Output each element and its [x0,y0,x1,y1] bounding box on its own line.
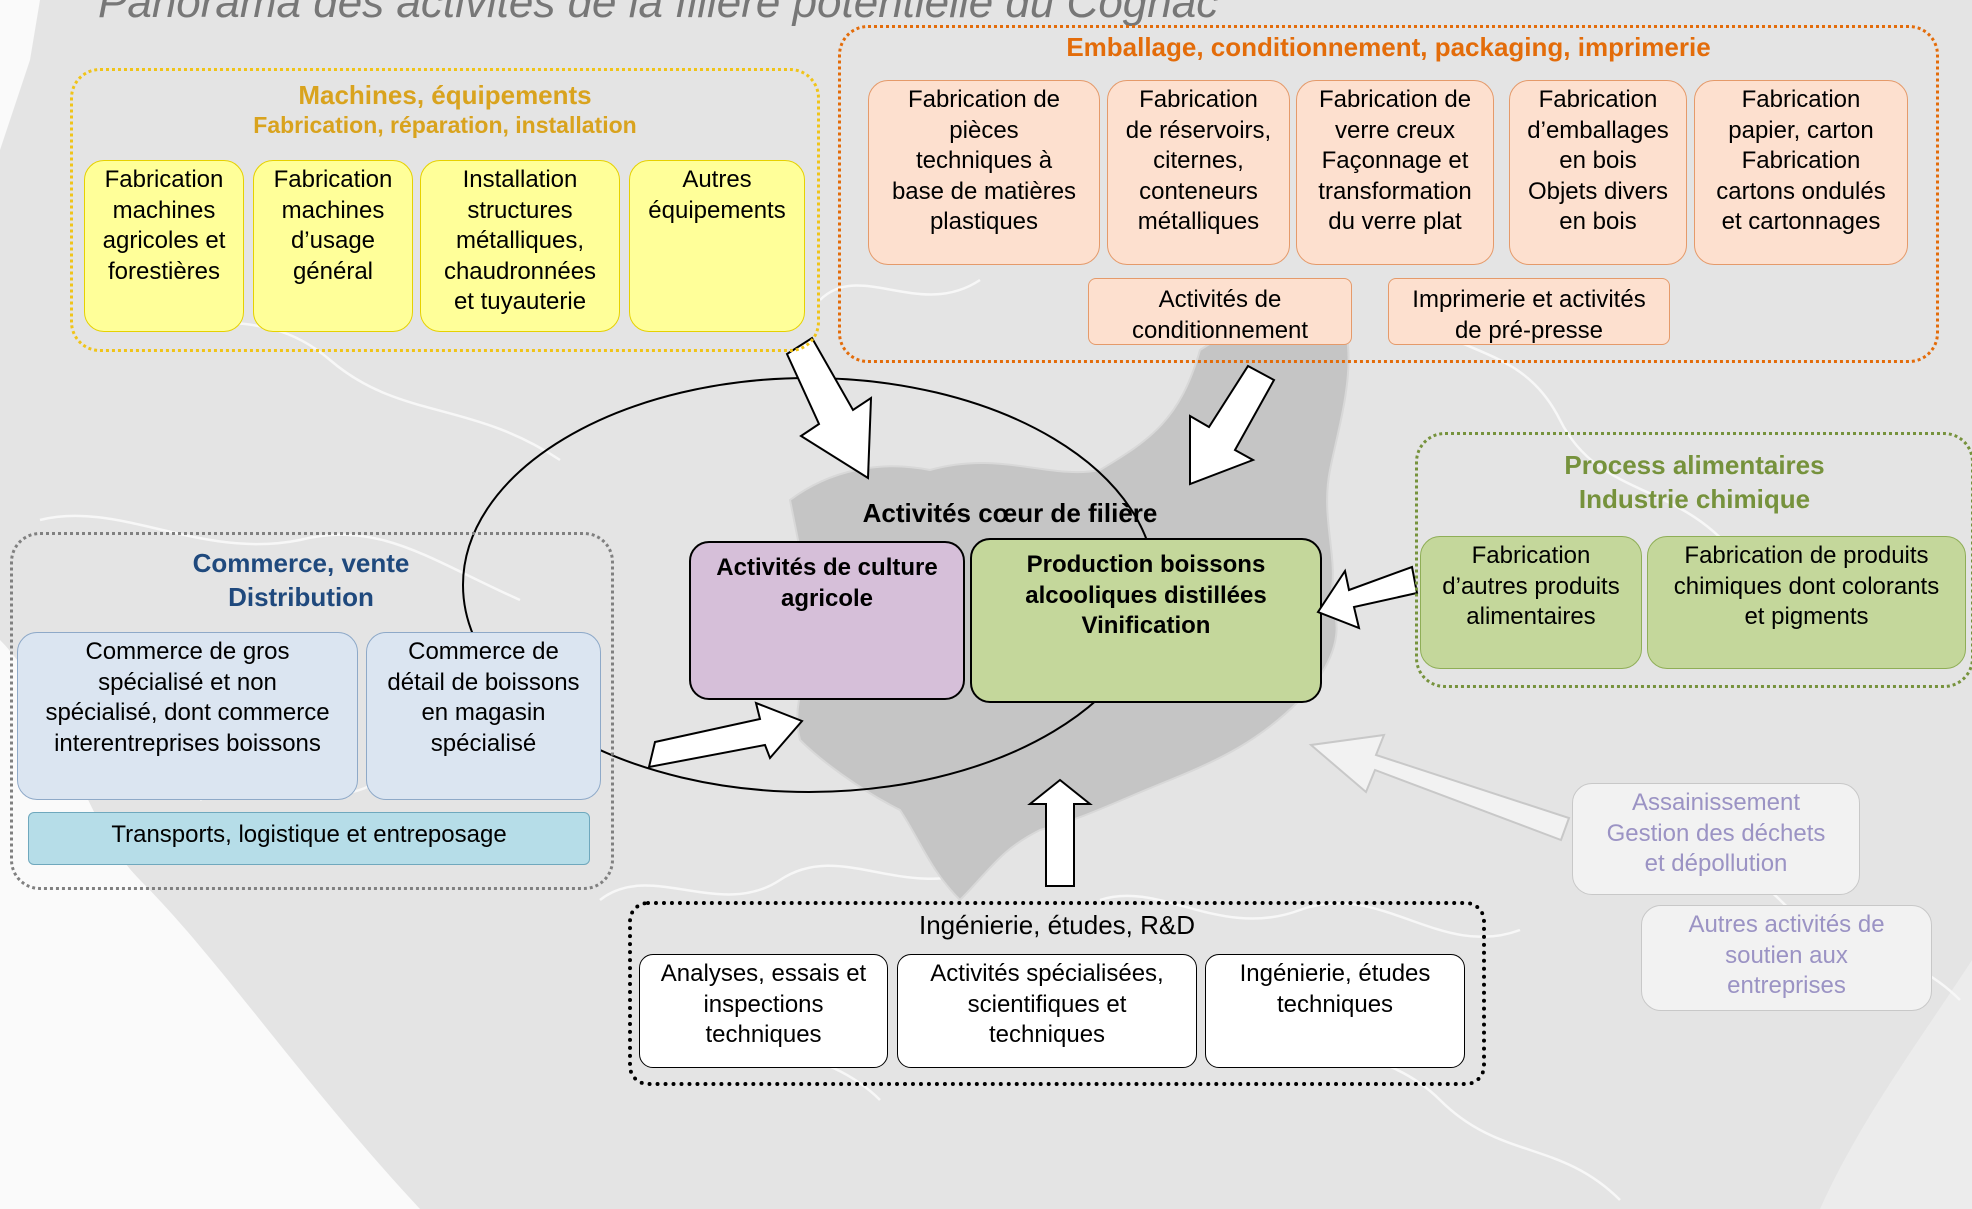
ingenierie-item-analyses: Analyses, essais et inspections techniqu… [639,954,888,1068]
commerce-item-detail: Commerce de détail de boissons en magasi… [366,632,601,800]
arrow-from-process [1316,565,1419,630]
ingenierie-item-etudes: Ingénierie, études techniques [1205,954,1465,1068]
ingenierie-title: Ingénierie, études, R&D [918,910,1196,940]
process-group: Process alimentaires Industrie chimique [1415,432,1972,688]
commerce-item-gros: Commerce de gros spécialisé et non spéci… [17,632,358,800]
emballage-item-plastiques: Fabrication de pièces techniques à base … [868,80,1100,265]
ingenierie-group: Ingénierie, études, R&D [628,901,1486,1086]
commerce-title: Commerce, vente [192,548,410,578]
arrow-from-machines [785,336,873,480]
page-title: Panorama des activités de la filière pot… [98,0,1219,27]
machines-item-agricoles: Fabrication machines agricoles et forest… [84,160,244,332]
machines-item-usage-general: Fabrication machines d’usage général [253,160,413,332]
machines-item-autres: Autres équipements [629,160,805,332]
arrow-from-commerce [647,701,804,769]
arrow-from-ingenierie [1027,778,1093,887]
emballage-title: Emballage, conditionnement, packaging, i… [1066,32,1711,62]
arrow-from-emballage [1189,364,1276,486]
production-box: Production boissons alcooliques distillé… [970,538,1322,703]
culture-label: Activités de culture agricole [716,554,938,612]
emballage-item-verre: Fabrication de verre creux Façonnage et … [1296,80,1494,265]
process-subtitle: Industrie chimique [1578,484,1811,514]
commerce-item-transports: Transports, logistique et entreposage [28,812,590,865]
support-item-autres: Autres activités de soutien aux entrepri… [1641,905,1932,1011]
process-title: Process alimentaires [1564,450,1825,480]
emballage-item-bois: Fabrication d’emballages en bois Objets … [1509,80,1687,265]
machines-subtitle: Fabrication, réparation, installation [253,112,637,138]
support-item-assainissement: Assainissement Gestion des déchets et dé… [1572,783,1860,895]
machines-item-installation: Installation structures métalliques, cha… [420,160,620,332]
process-item-alimentaires: Fabrication d’autres produits alimentair… [1420,536,1642,669]
emballage-group: Emballage, conditionnement, packaging, i… [838,25,1939,363]
machines-title: Machines, équipements [298,80,592,110]
culture-box: Activités de culture agricole [689,541,965,700]
machines-group: Machines, équipements Fabrication, répar… [70,68,820,352]
commerce-group: Commerce, vente Distribution [10,532,614,890]
arrow-from-support [1308,733,1571,842]
core-title: Activités cœur de filière [862,498,1158,528]
emballage-item-imprimerie: Imprimerie et activités de pré-presse [1388,278,1670,345]
process-item-chimiques: Fabrication de produits chimiques dont c… [1647,536,1966,669]
commerce-subtitle: Distribution [228,582,374,612]
emballage-item-reservoirs: Fabrication de réservoirs, citernes, con… [1107,80,1290,265]
emballage-item-conditionnement: Activités de conditionnement [1088,278,1352,345]
production-label: Production boissons alcooliques distillé… [1025,551,1267,639]
ingenierie-item-activites: Activités spécialisées, scientifiques et… [897,954,1197,1068]
emballage-item-papier: Fabrication papier, carton Fabrication c… [1694,80,1908,265]
